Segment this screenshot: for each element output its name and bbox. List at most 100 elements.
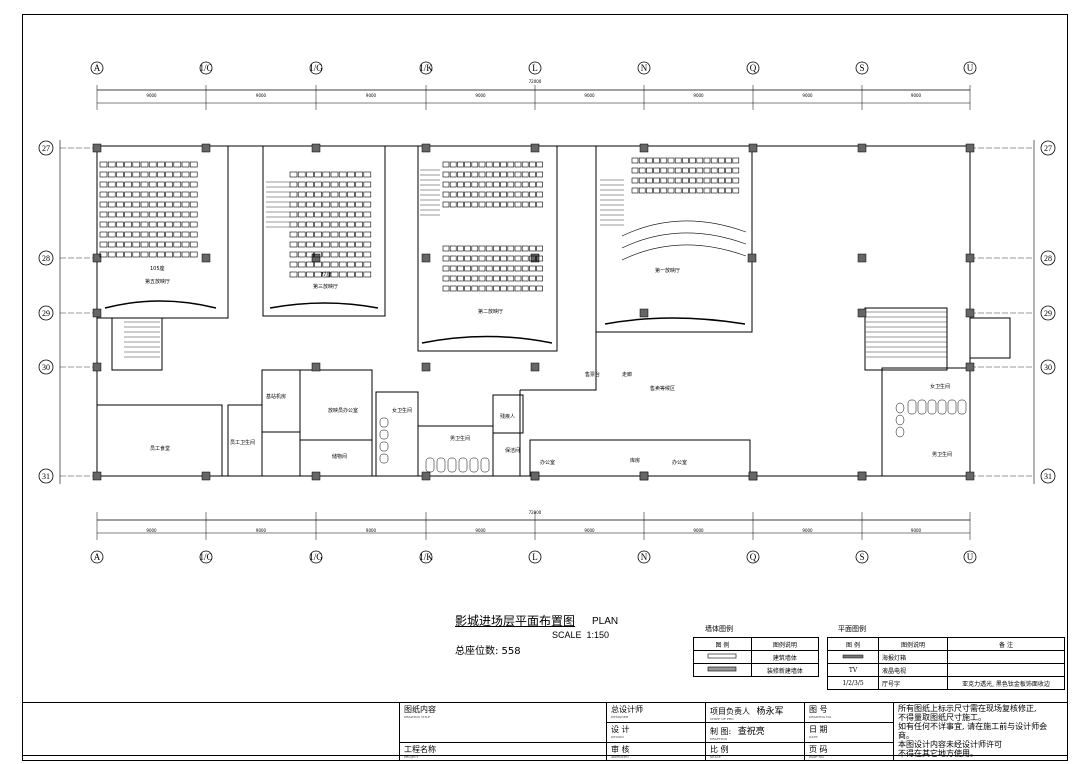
dimension-value: 9000 (366, 528, 377, 533)
hall3-seat (338, 231, 347, 238)
hall5-seat (148, 241, 157, 248)
hall1-seat (725, 177, 732, 184)
hall1-curved-row (621, 232, 747, 249)
hall3-seat (338, 201, 347, 208)
row-label: 30 (42, 363, 50, 372)
dimension-value: 9000 (146, 528, 157, 533)
hall5-seat (132, 221, 141, 228)
hall2-seat (449, 161, 457, 168)
sink (895, 402, 905, 414)
dimension-value: 9000 (146, 93, 157, 98)
hall5-seat (181, 211, 190, 218)
electric-label: 基站机房 (266, 393, 286, 400)
hall3-seat (355, 201, 363, 208)
hall3-seat (363, 231, 372, 238)
hall5-seat (173, 241, 182, 248)
hall2-seat (529, 275, 536, 282)
tv-symbol-label: TV (848, 666, 858, 674)
plan-title-en: PLAN (592, 616, 619, 627)
hall5-seat (173, 161, 182, 168)
hall5-seat (181, 171, 190, 178)
wall-legend-header-symbol: 图 例 (693, 637, 752, 651)
row-label: 30 (1044, 363, 1052, 372)
column-square (92, 143, 102, 153)
plan-legend-desc-tv: 液晶电视 (878, 663, 948, 677)
hall3-seat (314, 221, 322, 228)
hall1-seat (631, 187, 639, 194)
hall2-seat (493, 181, 500, 188)
hall3-seat (347, 201, 355, 208)
hall5-seat (107, 161, 116, 168)
column-square (311, 362, 321, 372)
note-line-2: 不得量取图纸尺寸施工。 (898, 713, 986, 722)
hall2-seat (464, 201, 471, 208)
hall5-seat (99, 191, 108, 198)
hall3-seat (297, 261, 306, 268)
hall2-seat (521, 191, 529, 198)
hall1-seat (718, 177, 725, 184)
column-square (639, 471, 649, 481)
column-square (92, 362, 102, 372)
hall5-seat (165, 161, 173, 168)
hall3-seat (314, 251, 322, 258)
column-square (747, 253, 757, 263)
hall5-seat (124, 231, 132, 238)
hall3-seat (363, 271, 372, 278)
hall3-seat (363, 201, 372, 208)
hall2-seat (500, 181, 507, 188)
hall3-seat (330, 221, 339, 228)
hall5-seat (189, 201, 198, 208)
hall2-seat (457, 255, 464, 262)
hall2-seat (464, 255, 471, 262)
hall5-seat (99, 171, 108, 178)
hall5-seat (132, 231, 141, 238)
hall5-seat (124, 171, 132, 178)
hall5-seat (148, 171, 157, 178)
column-square (201, 471, 211, 481)
toilet (957, 399, 967, 415)
room-labels: 105座 第五放映厅 77座 第三放映厅 第二放映厅 第一放映厅 售卖等候区 售… (145, 265, 952, 466)
hall3-seat (306, 271, 314, 278)
hall3-seat (306, 191, 314, 198)
hall1-seat (638, 157, 646, 164)
wall-legend-symbol-new (693, 663, 752, 677)
note-line-5: 不得在其它地方使用。 (898, 749, 978, 758)
hall2-seat (485, 161, 493, 168)
hall2-seat (536, 201, 543, 208)
hall2-seat (464, 245, 471, 252)
hall3-seat (322, 181, 331, 188)
hall2-seat (471, 255, 479, 262)
hall1-seat (725, 167, 732, 174)
hall3-wall (262, 145, 386, 317)
hall2-seat (514, 171, 522, 178)
hall5-seat (173, 201, 182, 208)
hall5-seat (116, 161, 124, 168)
hall3-seat (330, 181, 339, 188)
hall3-seat (289, 171, 298, 178)
row-label: 27 (1044, 144, 1052, 153)
hall3-seat (297, 201, 306, 208)
hall2-seat (529, 181, 536, 188)
hall2-seat (529, 161, 536, 168)
hall2-seat (449, 265, 457, 272)
hall3-seat (347, 211, 355, 218)
hall2-seat (457, 181, 464, 188)
hall3-seat (297, 171, 306, 178)
hall2-seat (485, 255, 493, 262)
notes-cell: 所有图纸上标示尺寸需在现场复核修正, 不得量取图纸尺寸施工。 如有任何不详事宜,… (893, 702, 1068, 761)
chief-designer-en: DESIGNER (611, 715, 629, 719)
hall2-seat (507, 201, 515, 208)
hall3-seat (355, 231, 363, 238)
hall3-seat (355, 171, 363, 178)
hall2-seat (478, 255, 486, 262)
hall2-seat (471, 275, 479, 282)
column-square (92, 253, 102, 263)
hall1-seat (660, 167, 668, 174)
drawing-content-cell: 图纸内容 DRAWING TITLE (399, 702, 607, 743)
hall3-seat (363, 241, 372, 248)
row-bubble (38, 250, 54, 266)
hall2-seat (514, 201, 522, 208)
hall3-seat (297, 271, 306, 278)
hall2-seat (521, 255, 529, 262)
hall3-seat (314, 191, 322, 198)
